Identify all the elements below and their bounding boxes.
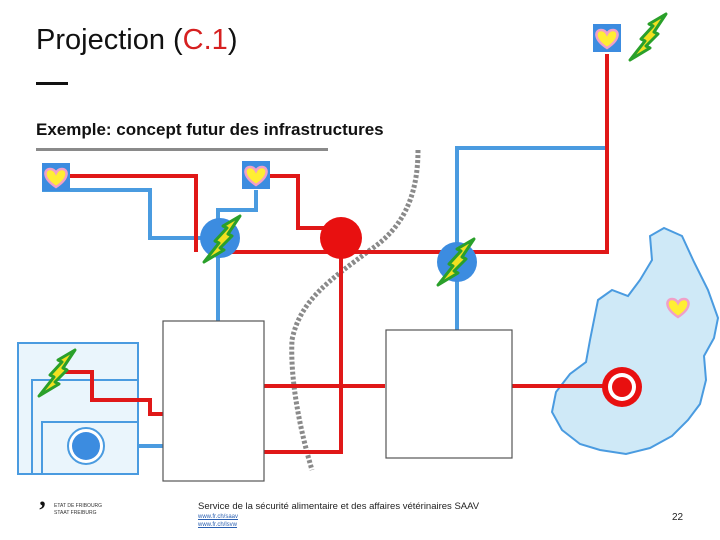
lightning-icon xyxy=(628,12,668,62)
logo-line-2: STAAT FREIBURG xyxy=(54,510,97,516)
footer-service: Service de la sécurité alimentaire et de… xyxy=(198,501,480,512)
slide-subtitle: Exemple: concept futur des infrastructur… xyxy=(36,120,384,139)
logo-line-1: ETAT DE FRIBOURG xyxy=(54,503,103,509)
subtitle-rule xyxy=(36,148,328,151)
footer-link-1[interactable]: www.fr.ch/saav xyxy=(198,514,239,520)
logo-mark: ’ xyxy=(38,496,47,525)
heart-icon xyxy=(591,22,623,54)
page-number: 22 xyxy=(672,512,684,523)
building-node xyxy=(72,432,100,460)
lake xyxy=(550,226,720,456)
slide-title: Projection (C.1) xyxy=(36,24,237,57)
facility-box-left xyxy=(162,320,265,482)
heart-icon xyxy=(240,159,272,191)
central-node-red xyxy=(320,217,362,259)
title-rule xyxy=(36,82,68,85)
title-main: Projection ( xyxy=(36,24,183,56)
lake-node-inner xyxy=(612,377,632,397)
facility-box-right xyxy=(385,329,513,459)
title-close: ) xyxy=(227,24,238,56)
heart-icon xyxy=(40,161,72,193)
footer-link-2[interactable]: www.fr.ch/lsvw xyxy=(198,522,238,528)
canton-logo: ’ ETAT DE FRIBOURG STAAT FREIBURG xyxy=(38,496,158,528)
logo-text: ETAT DE FRIBOURG STAAT FREIBURG xyxy=(54,503,102,517)
railway-track xyxy=(289,149,421,471)
title-accent: C.1 xyxy=(182,24,228,56)
